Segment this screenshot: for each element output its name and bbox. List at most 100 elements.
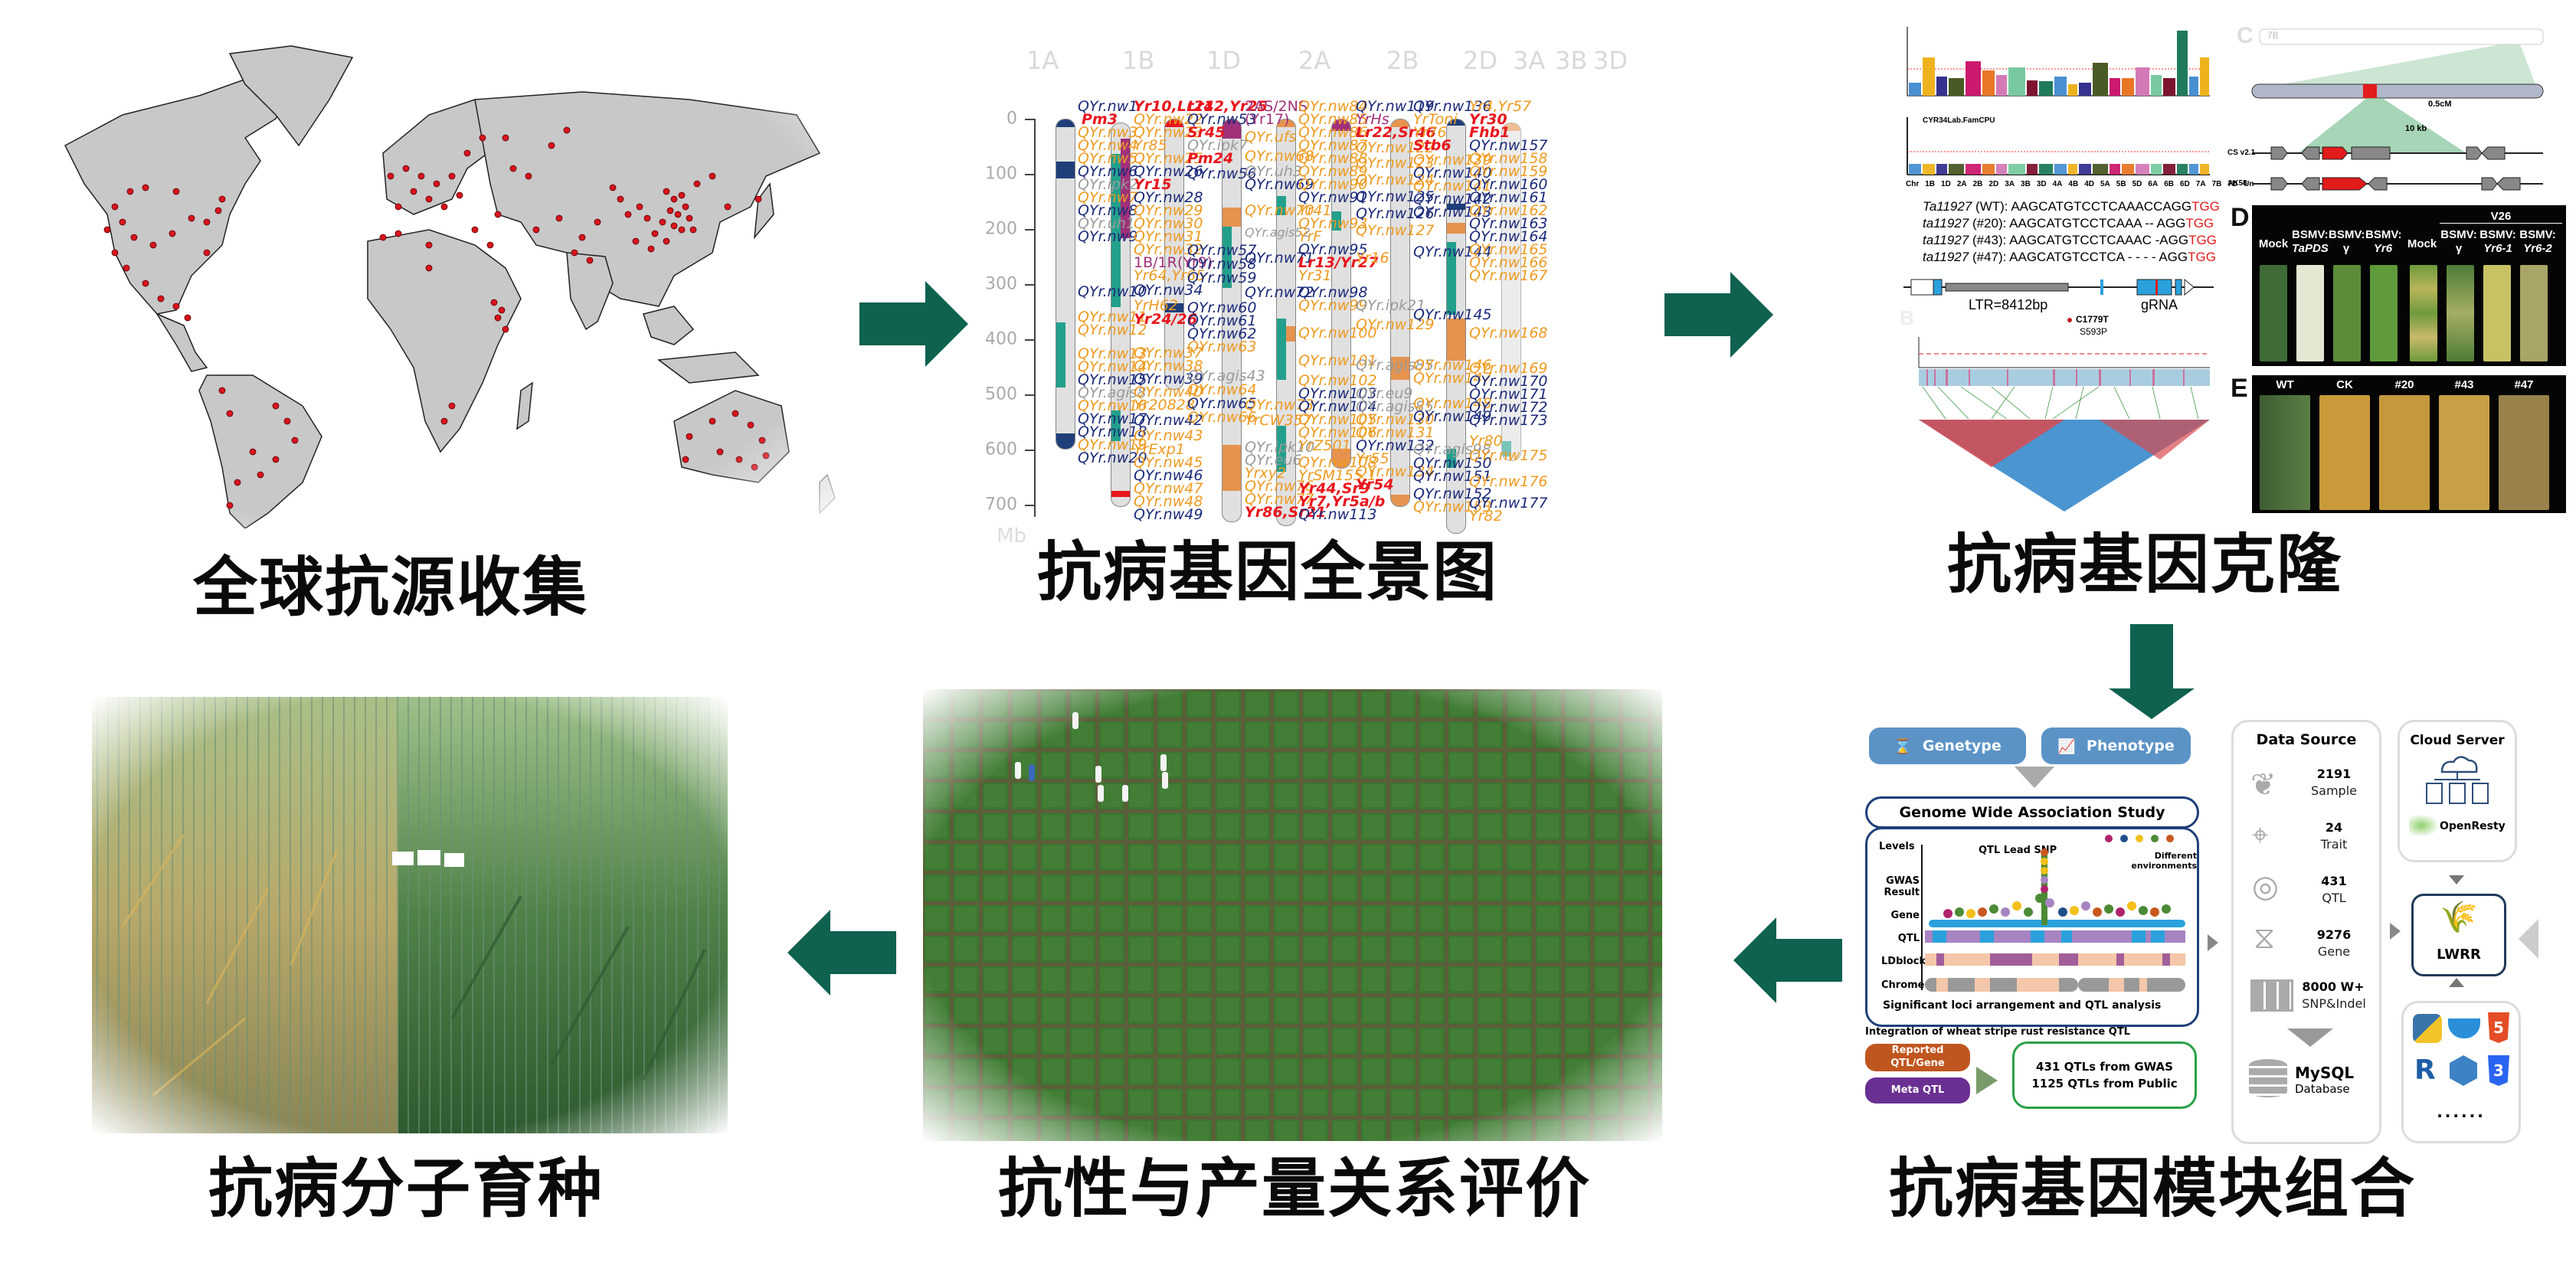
qtl-label: QYr.nw22 <box>1134 111 1203 128</box>
qtl-label: QYr.eu6 <box>1245 452 1302 469</box>
chromosome-2A <box>1222 119 1242 522</box>
arrow-right-icon <box>1664 272 1773 358</box>
module-combination-panel: ⌛Genetype 📈Phenotype Genome Wide Associa… <box>1861 716 2574 1145</box>
chr-header-2B: 2B <box>1386 46 1419 75</box>
qtl-label: QYr.uh1 <box>1078 215 1135 232</box>
chromosome-map-panel: 1A 1B 1D 2A 2B 2D 3A 3B 3D 0 100 200 300… <box>973 46 1628 548</box>
qtl-label: QYr.nw34 <box>1134 282 1203 299</box>
qtl-label: QYr.nw123 <box>1356 155 1435 172</box>
track-ak58: AK58 <box>2227 179 2247 188</box>
r-logo-icon: R <box>2414 1054 2436 1086</box>
target-icon: ◎ <box>2252 869 2279 904</box>
world-map-image <box>64 45 836 529</box>
ld-heatmap-panel: B C1779T S593P <box>1900 306 2221 513</box>
qtl-label: QYr.nw38 <box>1134 358 1203 374</box>
dna-icon: ⌛ <box>1894 737 1912 755</box>
qtl-label: QYr.nw168 <box>1469 325 1548 342</box>
arrow-down-icon <box>2449 875 2464 884</box>
gene-label: Fhb1 <box>1469 124 1511 141</box>
qtl-label: QYr.nw42 <box>1134 412 1203 429</box>
gene-label: Yr10,Lr21 <box>1134 98 1214 115</box>
qtl-label: QYr.nw13 <box>1078 345 1147 362</box>
qtl-label: QYr.nw87 <box>1298 137 1368 154</box>
qtl-label: QYr.nw5 <box>1078 150 1138 167</box>
qtl-label: QYr.nw159 <box>1469 163 1548 180</box>
qtl-label: QYr.nw150 <box>1413 455 1492 472</box>
qtl-label: QYr.nw165 <box>1469 241 1548 258</box>
qtl-label: QYr.nw166 <box>1469 254 1548 271</box>
gene-label: Sr45 <box>1187 124 1226 141</box>
qtl-label: QYr.ufs <box>1245 129 1297 146</box>
chromosome-1B <box>1111 123 1131 507</box>
qtl-label: QYr.nw10 <box>1078 283 1147 300</box>
grna-label: gRNA <box>2141 297 2178 312</box>
qtl-label: QYr.nw108 <box>1298 454 1377 471</box>
qtl-label: QYr.nw89 <box>1298 163 1368 180</box>
field-trial-photo <box>923 689 1662 1141</box>
qtl-label: YrToni <box>1413 111 1458 128</box>
qtl-label: QYr.nw62 <box>1187 325 1257 342</box>
chromosome-2D <box>1331 119 1351 469</box>
qtl-label: QYr.nw1 <box>1078 98 1138 115</box>
step-title-yield-evaluation: 抗性与产量关系评价 <box>997 1151 1592 1226</box>
qtl-label: QYr.nw171 <box>1469 386 1548 403</box>
qtl-label: QYr.nw140 <box>1413 165 1492 181</box>
qtl-label: QYr.nw40 <box>1134 384 1203 401</box>
gene-label: Pm3 <box>1082 111 1118 128</box>
qtl-label: QYr.nw15 <box>1078 371 1147 388</box>
qtl-label: QYr.nw143 <box>1413 204 1492 221</box>
qtl-label: QYr.nw17 <box>1078 410 1147 427</box>
qtl-label: QYr.ipk7 <box>1187 137 1249 154</box>
fine-mapping-panel: C 7B 0.5cM CS v2.1 10 kb AK58 <box>2227 23 2574 199</box>
qtl-label: QYr.nw65 <box>1187 395 1257 412</box>
qtl-label: Yr76 <box>1413 124 1447 141</box>
sequence-row: ta11927 (#47): AAGCATGTCCTCA - - - - AGG… <box>1923 250 2216 264</box>
qtl-label: QYr.nw59 <box>1187 270 1257 286</box>
qtl-label: QYr.nw11 <box>1078 309 1147 325</box>
step-title-gene-map: 抗病基因全景图 <box>1036 535 1499 610</box>
lwrr-core-box[interactable]: 🌾 LWRR <box>2411 894 2506 976</box>
map-pin-icon: ⌖ <box>2252 818 2269 852</box>
qtl-label: QYr.nw86 <box>1298 124 1368 141</box>
qtl-label: QYr.nw130 <box>1356 411 1435 428</box>
qtl-label: QYr.nw71 <box>1245 250 1314 266</box>
qtl-label: QYr.nw176 <box>1469 473 1548 490</box>
gene-label: Lr22,Sr46 <box>1356 124 1436 141</box>
qtl-label: QYr.nw31 <box>1134 228 1203 245</box>
qtl-label: QYr.nw164 <box>1469 228 1548 245</box>
qtl-label: QYr.nw43 <box>1134 427 1203 444</box>
wheat-breeding-photo <box>92 697 728 1133</box>
environments-legend: Different environments <box>2131 851 2197 871</box>
wheat-icon: ❦ <box>2250 767 2277 803</box>
qtl-label: QYr.nw157 <box>1469 137 1548 154</box>
arrow-right-icon <box>1976 1067 1998 1094</box>
qtl-label: QYr.nw106 <box>1298 424 1377 441</box>
qtl-label: QYr.nw127 <box>1356 222 1435 239</box>
chr-header-2A: 2A <box>1298 46 1331 75</box>
qtl-label: YrF <box>1298 228 1322 245</box>
qtl-label: QYr.nw45 <box>1134 454 1203 471</box>
qtl-label: Yr64,Yr65 <box>1134 267 1206 284</box>
qtl-label: QYr.agis85 <box>1356 398 1434 415</box>
qtl-label: QYr.nw90 <box>1298 176 1368 193</box>
qtl-label: QYr.nw158 <box>1469 150 1548 167</box>
qtl-label: QYr.nw151 <box>1413 468 1492 485</box>
world-map-panel <box>0 23 843 529</box>
reported-qtl-badge: Reported QTL/Gene <box>1865 1044 1970 1071</box>
qtl-label: Yr55 <box>1356 450 1389 467</box>
step-title-cloning: 抗病基因克隆 <box>1946 527 2343 602</box>
qtl-label: QYr.nw145 <box>1413 306 1492 323</box>
genotype-pill: ⌛Genetype <box>1869 728 2026 764</box>
arrow-right-icon <box>2208 934 2218 951</box>
database-icon <box>2249 1059 2287 1097</box>
qtl-label: QYr.nw66 <box>1187 409 1257 426</box>
meta-qtl-badge: Meta QTL <box>1865 1077 1970 1104</box>
scale-cm: 0.5cM <box>2428 100 2452 109</box>
qtl-label: QYr.nw6 <box>1078 163 1138 180</box>
qtl-label: QYr.nw100 <box>1298 325 1377 342</box>
qtl-label: QYr.nw25 <box>1134 150 1203 167</box>
arrow-left-icon <box>1733 917 1842 1003</box>
y-axis: 0 100 200 300 400 500 600 700 Mb <box>985 110 1036 548</box>
knockout-leaf-panel: WT CK #20 #43 #47 <box>2252 375 2566 513</box>
cloud-server-box: Cloud Server OpenResty <box>2398 720 2517 862</box>
